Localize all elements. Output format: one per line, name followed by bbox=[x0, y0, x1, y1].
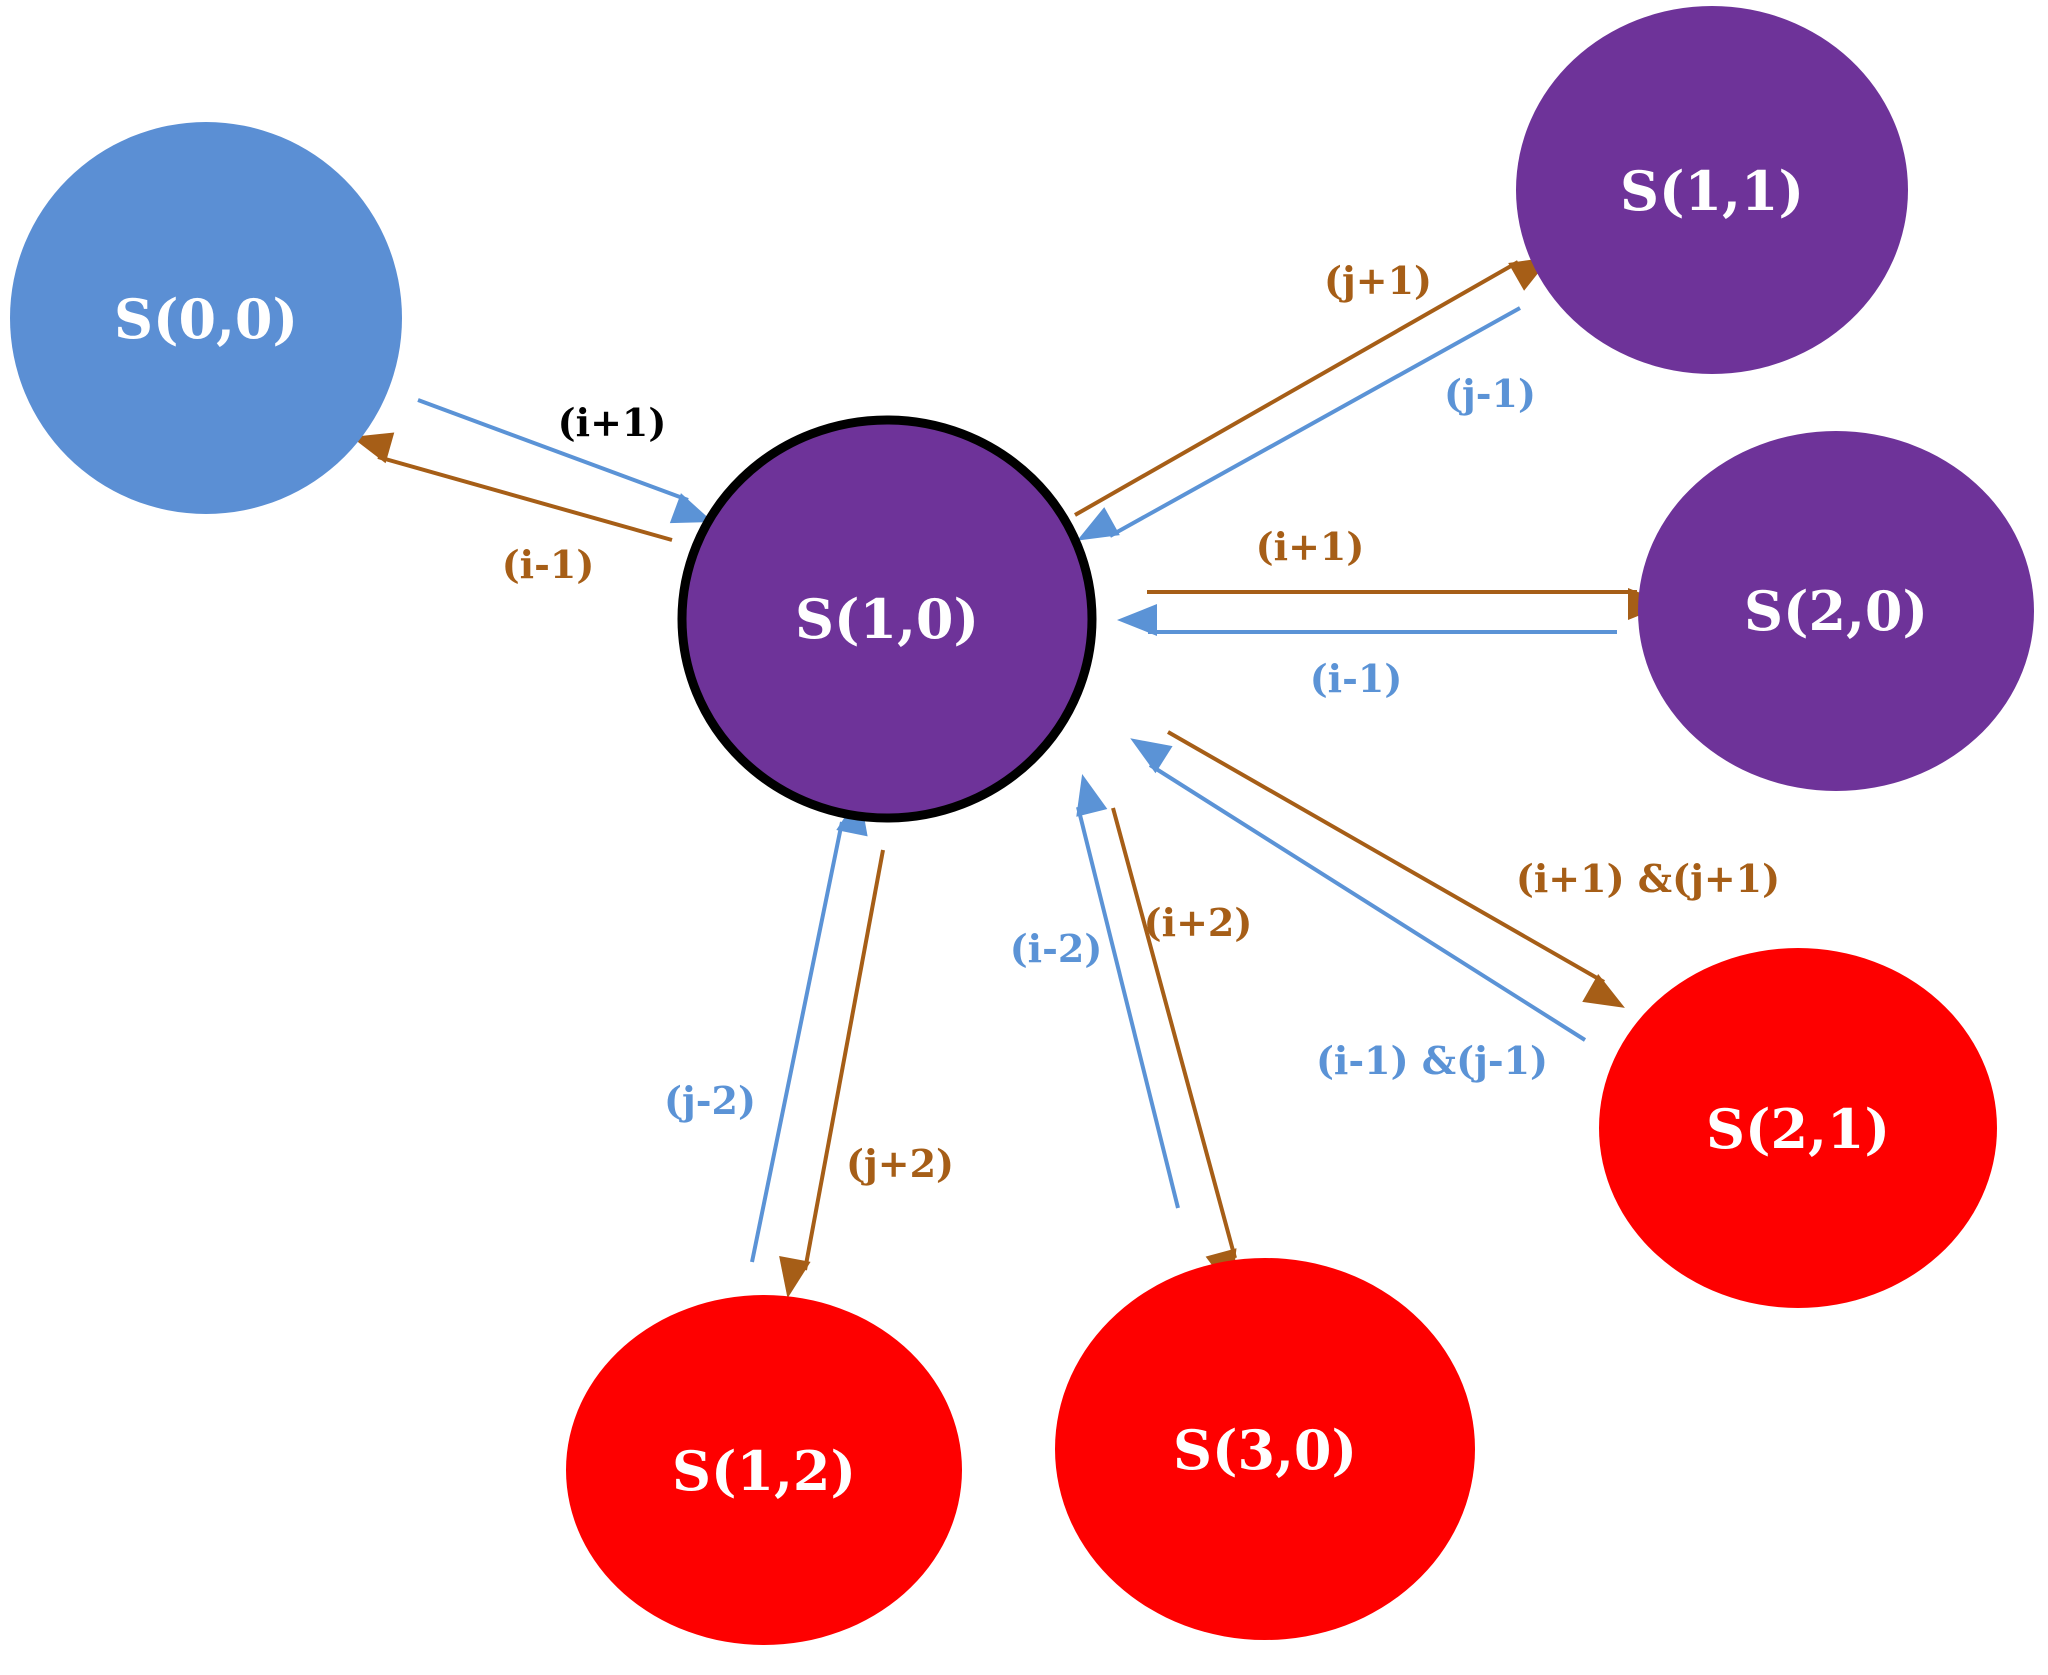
node-s20: S(2,0) bbox=[1638, 431, 2034, 791]
edge-s21-to-s10-arrow bbox=[1130, 738, 1587, 1042]
node-s30-circle bbox=[1055, 1258, 1475, 1640]
node-s11-circle bbox=[1516, 6, 1908, 374]
node-s20-circle bbox=[1638, 431, 2034, 791]
node-s30: S(3,0) bbox=[1055, 1258, 1475, 1640]
edge-s00-to-s10-arrow bbox=[417, 398, 713, 524]
edge-s10-to-s30-arrow bbox=[1111, 807, 1237, 1292]
node-s12-circle bbox=[566, 1295, 962, 1645]
edge-s12-to-s10-arrow bbox=[750, 794, 868, 1263]
edge-s30-to-s10-arrow bbox=[1076, 774, 1180, 1209]
edge-s21-to-s10-label: (i-1) &(j-1) bbox=[1316, 1038, 1548, 1083]
node-s12-label: S(1,2) bbox=[672, 1439, 856, 1503]
node-s00: S(0,0) bbox=[10, 122, 402, 514]
edge-s10-to-s12-label: (j+2) bbox=[846, 1141, 954, 1186]
edge-s30-to-s10-label: (i-2) bbox=[1010, 926, 1103, 971]
edge-s10-to-s00-arrow bbox=[351, 432, 673, 542]
node-s20-label: S(2,0) bbox=[1744, 579, 1928, 643]
nodes: S(0,0) S(1,0) S(1,1) S(2,0) S(2,1) S(1,2… bbox=[10, 6, 2034, 1645]
edge-s10-to-s21-arrow bbox=[1167, 730, 1625, 1008]
node-s30-label: S(3,0) bbox=[1173, 1418, 1357, 1482]
node-s00-label: S(0,0) bbox=[114, 287, 298, 351]
edge-s12-to-s10-label: (j-2) bbox=[664, 1078, 756, 1123]
node-s21-circle bbox=[1599, 948, 1997, 1308]
node-s21: S(2,1) bbox=[1599, 948, 1997, 1308]
edge-s10-to-s30-label: (i+2) bbox=[1144, 900, 1253, 945]
edge-s11-to-s10-arrow bbox=[1077, 306, 1521, 541]
node-s10: S(1,0) bbox=[677, 415, 1097, 823]
edge-s10-to-s11-label: (j+1) bbox=[1324, 258, 1432, 303]
edge-s10-to-s20-label: (i+1) bbox=[1256, 524, 1365, 569]
node-s21-label: S(2,1) bbox=[1706, 1097, 1890, 1161]
node-s11: S(1,1) bbox=[1516, 6, 1908, 374]
edge-s10-to-s12-arrow bbox=[779, 849, 885, 1299]
edges bbox=[351, 257, 1668, 1299]
edge-s10-to-s11-arrow bbox=[1074, 257, 1551, 517]
node-s12: S(1,2) bbox=[566, 1295, 962, 1645]
edge-s10-to-s21-label: (i+1) &(j+1) bbox=[1516, 856, 1780, 901]
node-s10-label: S(1,0) bbox=[795, 587, 979, 651]
node-s11-label: S(1,1) bbox=[1620, 159, 1804, 223]
edge-labels: (i+1) (i-1) (j+1) (j-1) (i+1) (i-1) (i+1… bbox=[502, 258, 1780, 1186]
edge-s11-to-s10-label: (j-1) bbox=[1444, 371, 1536, 416]
node-s00-circle bbox=[10, 122, 402, 514]
edge-s10-to-s00-label: (i-1) bbox=[502, 542, 595, 587]
edge-s20-to-s10-label: (i-1) bbox=[1310, 656, 1403, 701]
node-s10-circle bbox=[677, 415, 1097, 823]
edge-s00-to-s10-label: (i+1) bbox=[558, 400, 667, 445]
